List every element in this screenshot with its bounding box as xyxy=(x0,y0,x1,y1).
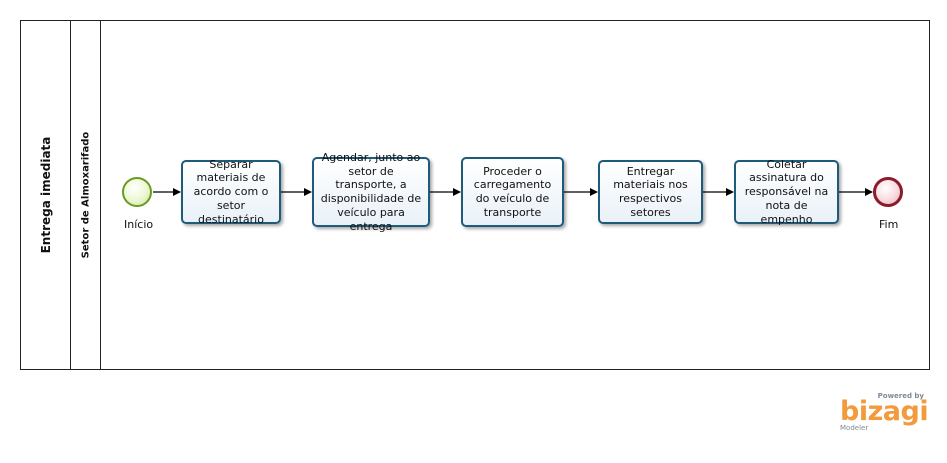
task-agendar-transporte[interactable]: Agendar, junto ao setor de transporte, a… xyxy=(312,151,430,233)
lane-header: Setor de Almoxarifado xyxy=(71,21,101,369)
task-entregar-materiais[interactable]: Entregar materiais nos respectivos setor… xyxy=(598,160,703,224)
modeler-label: Modeler xyxy=(840,424,869,432)
pool-header: Entrega imediata xyxy=(21,21,71,369)
task-proceder-carregamento[interactable]: Proceder o carregamento do veículo de tr… xyxy=(461,157,564,227)
bizagi-logo: bizagi xyxy=(840,396,929,427)
powered-by-label: Powered by xyxy=(877,392,924,400)
start-event[interactable] xyxy=(122,177,152,207)
end-event-label: Fim xyxy=(879,218,899,231)
bizagi-branding: Powered by bizagi Modeler xyxy=(838,392,930,432)
task-separar-materiais[interactable]: Separar materiais de acordo com o setor … xyxy=(181,158,281,226)
end-event[interactable] xyxy=(873,177,903,207)
start-event-label: Início xyxy=(124,218,154,231)
task-coletar-assinatura[interactable]: Coletar assinatura do responsável na not… xyxy=(734,158,839,226)
